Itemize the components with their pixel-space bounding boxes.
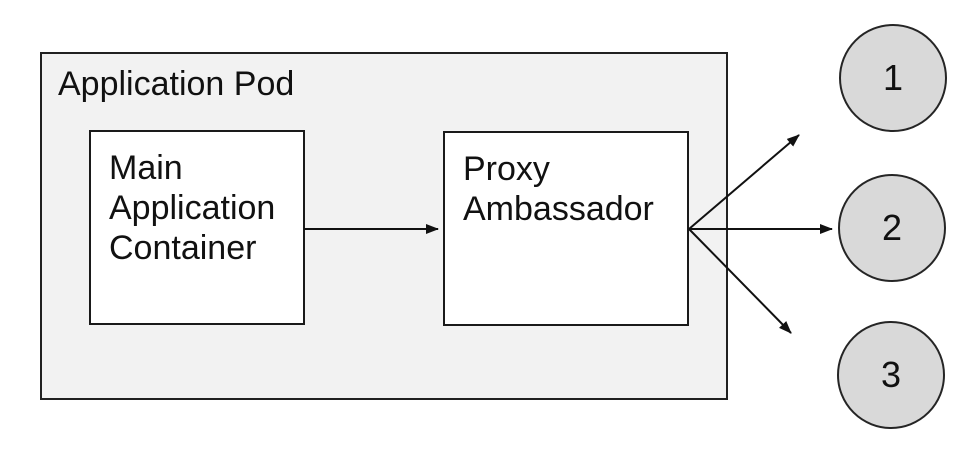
- main-application-container-label: Main Application Container: [109, 149, 276, 267]
- endpoint-2-label: 2: [881, 207, 903, 248]
- endpoint-1-label: 1: [882, 57, 904, 98]
- proxy-ambassador-node: Proxy Ambassador: [443, 131, 689, 326]
- endpoint-3-label: 3: [880, 354, 902, 395]
- endpoint-circle-1: 1: [839, 24, 947, 132]
- endpoint-circle-3: 3: [837, 321, 945, 429]
- application-pod-label: Application Pod: [58, 65, 295, 103]
- endpoint-circle-2: 2: [838, 174, 946, 282]
- main-application-container-node: Main Application Container: [89, 130, 305, 325]
- proxy-ambassador-label: Proxy Ambassador: [463, 150, 654, 228]
